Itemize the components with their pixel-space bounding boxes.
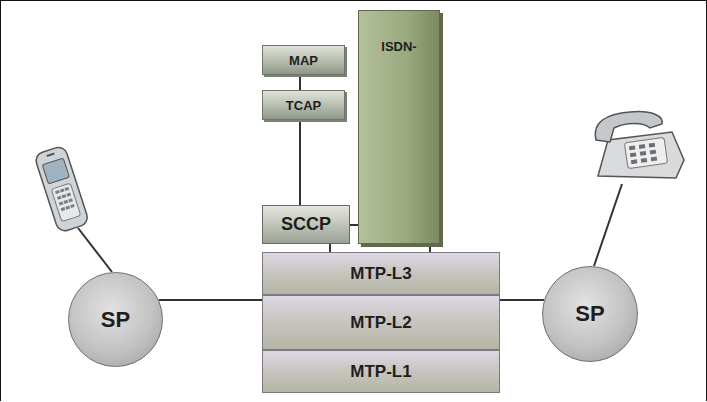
protocol-box: MAP [262,45,345,75]
protocol-box: TCAP [262,90,345,120]
phone-wire [594,184,622,266]
layer-label: MTP-L1 [350,362,411,382]
mobile-phone-icon [34,145,90,233]
protocol-column: ISDN- [358,10,440,244]
layer-label: MTP-L2 [350,313,411,333]
layer-label: TCAP [286,98,321,113]
signalling-link [430,244,431,252]
signalling-link [330,244,331,252]
layer-label: MAP [289,53,318,68]
protocol-layer: MTP-L3 [262,252,500,295]
layer-label: SCCP [281,214,331,235]
signalling-point: SP [68,272,163,367]
signalling-link [500,300,544,301]
signalling-link [300,75,301,90]
layer-label: ISDN- [381,39,416,54]
protocol-box: SCCP [262,205,350,244]
protocol-layer: MTP-L2 [262,295,500,350]
layer-label: SP [101,307,130,333]
signalling-link [159,300,262,301]
phone-wire [78,228,112,272]
signalling-link [300,120,301,205]
layer-label: MTP-L3 [350,264,411,284]
protocol-layer: MTP-L1 [262,350,500,393]
signalling-point: SP [542,266,638,362]
desk-phone-icon [595,112,684,178]
signalling-link [350,225,358,226]
layer-label: SP [575,301,604,327]
